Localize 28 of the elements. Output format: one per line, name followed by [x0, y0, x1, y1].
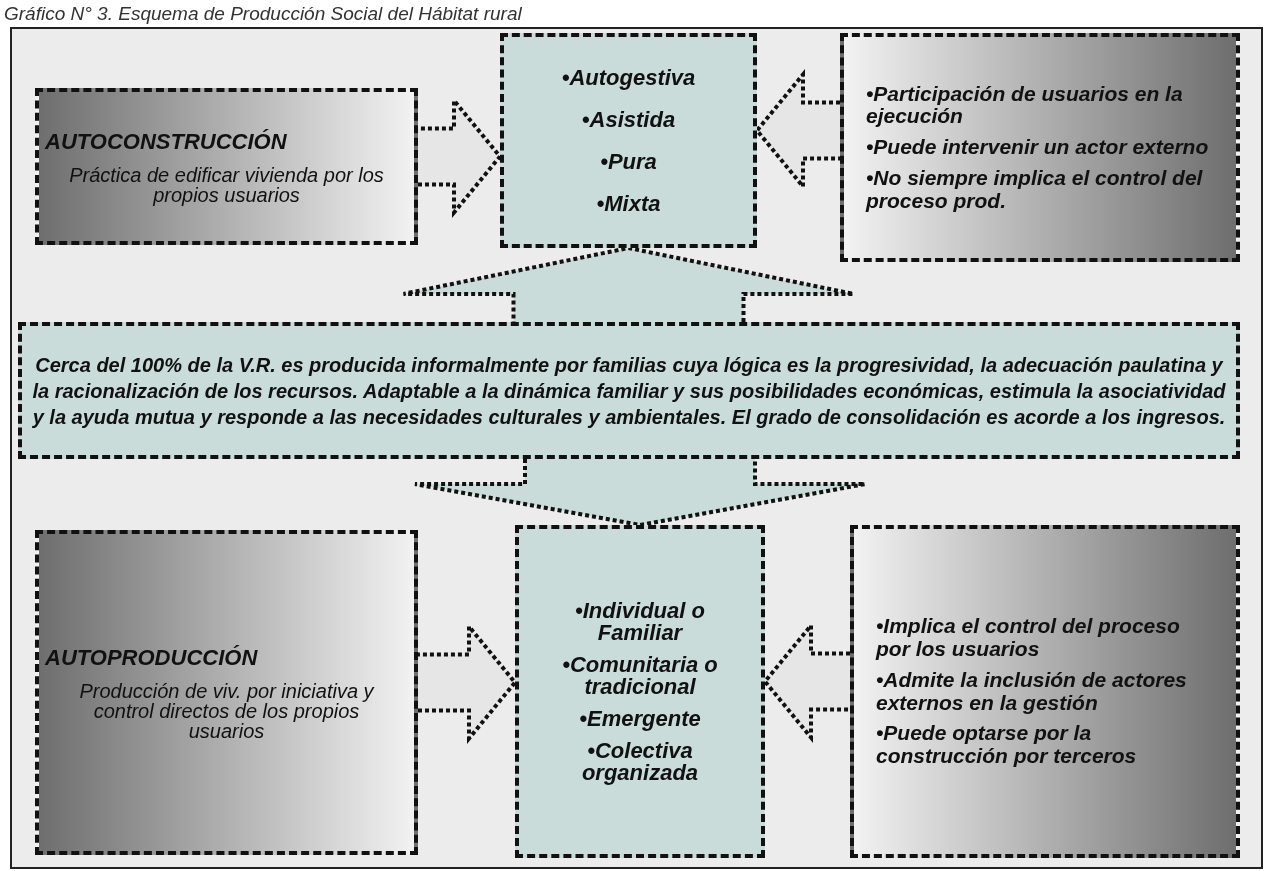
- callout-box: [515, 525, 765, 858]
- list-item: •Mixta: [595, 192, 662, 215]
- heading: AUTOCONSTRUCCIÓN: [43, 128, 288, 155]
- diagram-title: Gráfico N° 3. Esquema de Producción Social del Hábitat rural: [4, 3, 522, 25]
- paragraph: Cerca del 100% de la V.R. es producida informalmente por familias cuya lógica es la progresividad, la adecuación paulatina y la racionalización de los recursos. Adaptable a la dinámica familiar y sus posibilidades económicas, estimula la asociatividad y la ayuda mutua y responde a las necesidades culturales y ambientales. El grado de consolidación es acorde a los ingresos.: [31, 352, 1227, 430]
- callout-box: [35, 530, 418, 855]
- block-arrow: [413, 457, 867, 528]
- list-item: •Colectiva organizada: [580, 739, 700, 784]
- callout-box: [850, 525, 1240, 858]
- list-item: •Puede optarse por la construcción por terceros: [875, 722, 1138, 768]
- list-item: •Pura: [599, 150, 658, 173]
- list-item: •Comunitaria o tradicional: [561, 653, 719, 698]
- list-item: •Individual o Familiar: [574, 599, 706, 644]
- callout-box: [840, 33, 1240, 262]
- callout-box: [35, 88, 418, 245]
- list-item: •No siempre implica el control del proceso prod.: [864, 166, 1204, 213]
- heading: AUTOPRODUCCIÓN: [43, 644, 259, 671]
- list-item: •Participación de usuarios en la ejecución: [865, 82, 1184, 129]
- list-item: •Implica el control del proceso por los usuarios: [874, 615, 1181, 661]
- list-item: •Autogestiva: [560, 66, 697, 89]
- callout-box: [500, 33, 757, 248]
- list-item: •Admite la inclusión de actores externos en la gestión: [875, 668, 1188, 715]
- list-item: •Asistida: [580, 108, 677, 131]
- list-item: •Emergente: [578, 707, 702, 730]
- description: Producción de viv. por iniciativa y control directos de los propios usuarios: [78, 680, 376, 741]
- description: Práctica de edificar vivienda por los propios usuarios: [68, 164, 385, 205]
- list-item: •Puede intervenir un actor externo: [865, 136, 1210, 159]
- callout-box: [18, 322, 1240, 459]
